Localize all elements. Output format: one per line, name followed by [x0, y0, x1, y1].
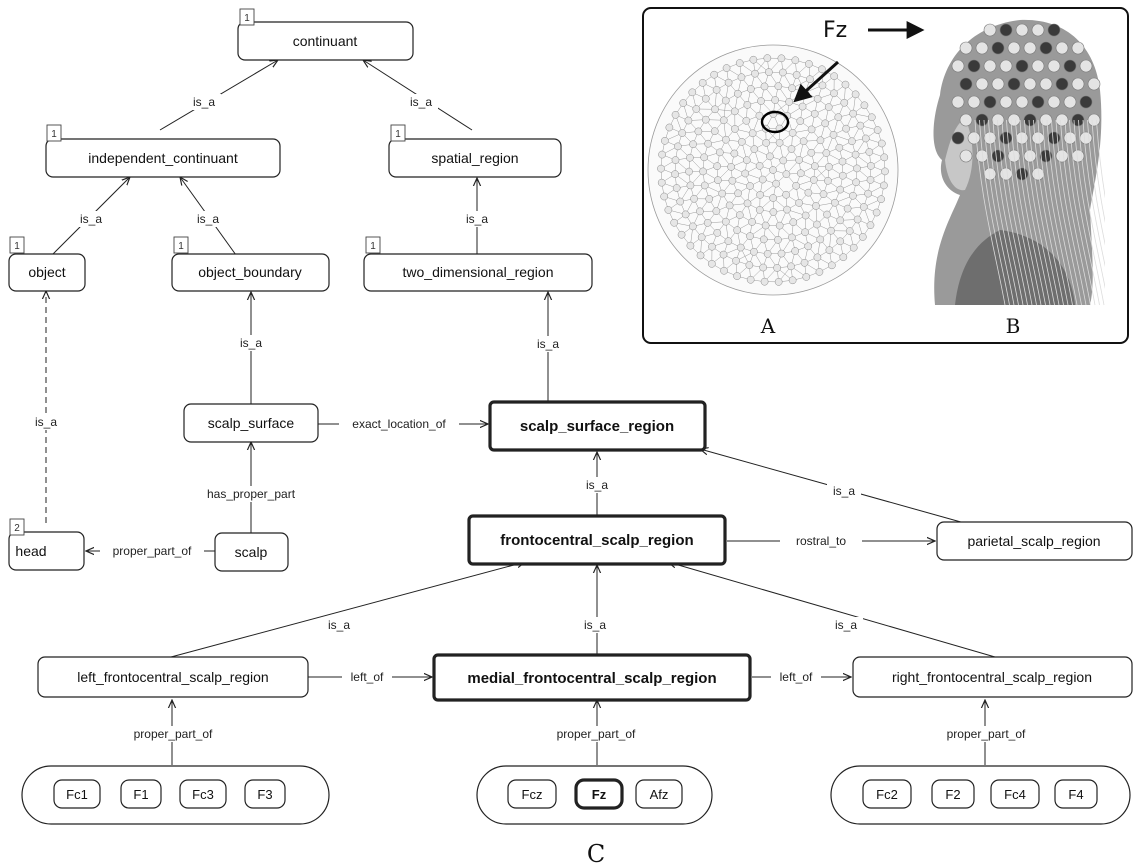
electrode-chip-fz[interactable]: Fz — [574, 778, 624, 810]
electrode-chip-fcz[interactable]: Fcz — [507, 779, 557, 809]
electrode-chip-f3[interactable]: F3 — [244, 779, 286, 809]
electrode-chip-f1[interactable]: F1 — [120, 779, 162, 809]
edge-label-is-a: is_a — [80, 212, 102, 226]
edge-label-is-a: is_a — [35, 415, 57, 429]
node-badge: 1 — [395, 129, 401, 140]
node-label: right_frontocentral_scalp_region — [892, 669, 1092, 685]
edge-label-is-a: is_a — [328, 618, 350, 632]
electrode-chip-fc4[interactable]: Fc4 — [990, 779, 1040, 809]
node-label: independent_continuant — [88, 150, 238, 166]
electrode-chip-label: Fc2 — [876, 787, 898, 802]
edge-label-is-a: is_a — [410, 95, 432, 109]
node-label: scalp_surface — [208, 415, 295, 431]
edge-label-left-of: left_of — [351, 670, 384, 684]
node-label: scalp — [235, 544, 268, 560]
fz-highlight-ring — [760, 110, 790, 134]
edge-label-is-a: is_a — [833, 484, 855, 498]
edge-label-is-a: is_a — [240, 336, 262, 350]
node-object[interactable]: object — [8, 253, 86, 292]
node-continuant[interactable]: continuant — [237, 21, 414, 61]
electrode-chip-afz[interactable]: Afz — [635, 779, 683, 809]
node-scalp[interactable]: scalp — [214, 532, 289, 572]
electrode-chip-label: Fc3 — [192, 787, 214, 802]
edge-label-proper-part-of: proper_part_of — [557, 727, 636, 741]
edge-label-has-proper-part: has_proper_part — [207, 487, 296, 501]
node-head[interactable]: head — [8, 531, 85, 571]
panel-label-a: A — [760, 314, 776, 338]
head-with-sensor-net-photo — [933, 19, 1105, 306]
node-label: frontocentral_scalp_region — [500, 532, 693, 549]
nodes: continuant independent_continuant spatia… — [8, 21, 1133, 702]
node-label: two_dimensional_region — [403, 264, 554, 280]
node-medial-frontocentral-scalp-region[interactable]: medial_frontocentral_scalp_region — [432, 653, 752, 702]
node-frontocentral-scalp-region[interactable]: frontocentral_scalp_region — [467, 514, 727, 566]
edge-left-frontocentral-is-a — [170, 562, 525, 658]
node-label: continuant — [293, 33, 358, 49]
edge-label-is-a: is_a — [835, 618, 857, 632]
node-label: medial_frontocentral_scalp_region — [467, 670, 716, 687]
edge-label-proper-part-of: proper_part_of — [947, 727, 1026, 741]
electrode-group-medial: Fcz Fz Afz — [476, 765, 713, 825]
node-right-frontocentral-scalp-region[interactable]: right_frontocentral_scalp_region — [852, 656, 1133, 698]
node-object-boundary[interactable]: object_boundary — [171, 253, 330, 292]
panel-label-b: B — [1006, 314, 1021, 338]
node-label: parietal_scalp_region — [967, 533, 1100, 549]
edge-label-is-a: is_a — [193, 95, 215, 109]
node-independent-continuant[interactable]: independent_continuant — [45, 138, 281, 178]
electrode-chip-label: Fc1 — [66, 787, 88, 802]
electrode-chip-label: F4 — [1068, 787, 1083, 802]
electrode-chip-label: Afz — [650, 787, 669, 802]
eeg-sensor-net-map — [647, 44, 899, 296]
edge-label-is-a: is_a — [197, 212, 219, 226]
node-badge: 1 — [14, 241, 20, 252]
electrode-chip-label: F2 — [945, 787, 960, 802]
fz-label: Fz — [823, 18, 847, 43]
node-badge: 1 — [244, 13, 250, 24]
edge-label-proper-part-of: proper_part_of — [134, 727, 213, 741]
electrode-chip-label: F1 — [133, 787, 148, 802]
node-scalp-surface-region[interactable]: scalp_surface_region — [488, 400, 707, 452]
edge-labels: is_a is_a is_a is_a is_a is_a is_a is_a … — [29, 94, 1038, 742]
edge-label-proper-part-of: proper_part_of — [113, 544, 192, 558]
node-badge: 1 — [178, 241, 184, 252]
node-scalp-surface[interactable]: scalp_surface — [183, 403, 319, 443]
node-label: scalp_surface_region — [520, 418, 674, 435]
electrode-chip-f2[interactable]: F2 — [931, 779, 975, 809]
node-two-dimensional-region[interactable]: two_dimensional_region — [363, 253, 593, 292]
edge-label-left-of: left_of — [780, 670, 813, 684]
electrode-chip-label: Fc4 — [1004, 787, 1026, 802]
electrode-chip-label: Fcz — [522, 787, 543, 802]
electrode-group-left: Fc1 F1 Fc3 F3 — [21, 765, 330, 825]
node-left-frontocentral-scalp-region[interactable]: left_frontocentral_scalp_region — [37, 656, 309, 698]
fz-arrow — [793, 60, 840, 103]
edge-label-is-a: is_a — [586, 478, 608, 492]
node-label: head — [15, 543, 46, 559]
badges: 1 1 1 1 1 1 2 — [9, 8, 406, 536]
node-parietal-scalp-region[interactable]: parietal_scalp_region — [936, 521, 1133, 561]
edge-right-frontocentral-is-a — [668, 562, 996, 658]
node-badge: 1 — [370, 241, 376, 252]
electrode-chip-fc3[interactable]: Fc3 — [179, 779, 227, 809]
electrode-chip-label: Fz — [592, 787, 607, 802]
electrode-chip-fc2[interactable]: Fc2 — [862, 779, 912, 809]
node-label: spatial_region — [431, 150, 518, 166]
electrode-figure-panel: Fz A B — [642, 7, 1129, 344]
node-label: object — [28, 264, 65, 280]
edge-label-is-a: is_a — [584, 618, 606, 632]
node-spatial-region[interactable]: spatial_region — [388, 138, 562, 178]
node-label: object_boundary — [198, 264, 302, 280]
node-badge: 1 — [51, 129, 57, 140]
node-badge: 2 — [14, 523, 20, 534]
node-label: left_frontocentral_scalp_region — [77, 669, 268, 685]
edge-label-is-a: is_a — [466, 212, 488, 226]
panel-label-c: C — [587, 840, 605, 867]
edge-label-is-a: is_a — [537, 337, 559, 351]
electrode-group-right: Fc2 F2 Fc4 F4 — [830, 765, 1131, 825]
edge-label-rostral-to: rostral_to — [796, 534, 846, 548]
electrode-chip-fc1[interactable]: Fc1 — [53, 779, 101, 809]
electrode-chip-f4[interactable]: F4 — [1054, 779, 1098, 809]
edge-label-exact-location-of: exact_location_of — [352, 417, 446, 431]
electrode-chip-label: F3 — [257, 787, 272, 802]
